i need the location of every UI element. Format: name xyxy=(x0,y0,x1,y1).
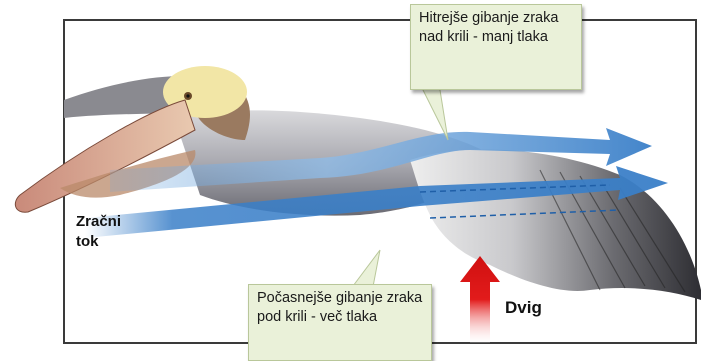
callout-above-text: Hitrejše gibanje zraka nad krili - manj … xyxy=(419,10,558,45)
airflow-label: Zračni tok xyxy=(76,212,146,252)
callout-slower-air-below: Počasnejše gibanje zraka pod krili - več… xyxy=(248,284,432,361)
airflow-label-line1: Zračni xyxy=(76,212,146,232)
lift-label: Dvig xyxy=(505,298,542,318)
callout-below-text: Počasnejše gibanje zraka pod krili - več… xyxy=(257,290,422,325)
airflow-label-line2: tok xyxy=(76,232,146,252)
callout-faster-air-above: Hitrejše gibanje zraka nad krili - manj … xyxy=(410,4,582,90)
